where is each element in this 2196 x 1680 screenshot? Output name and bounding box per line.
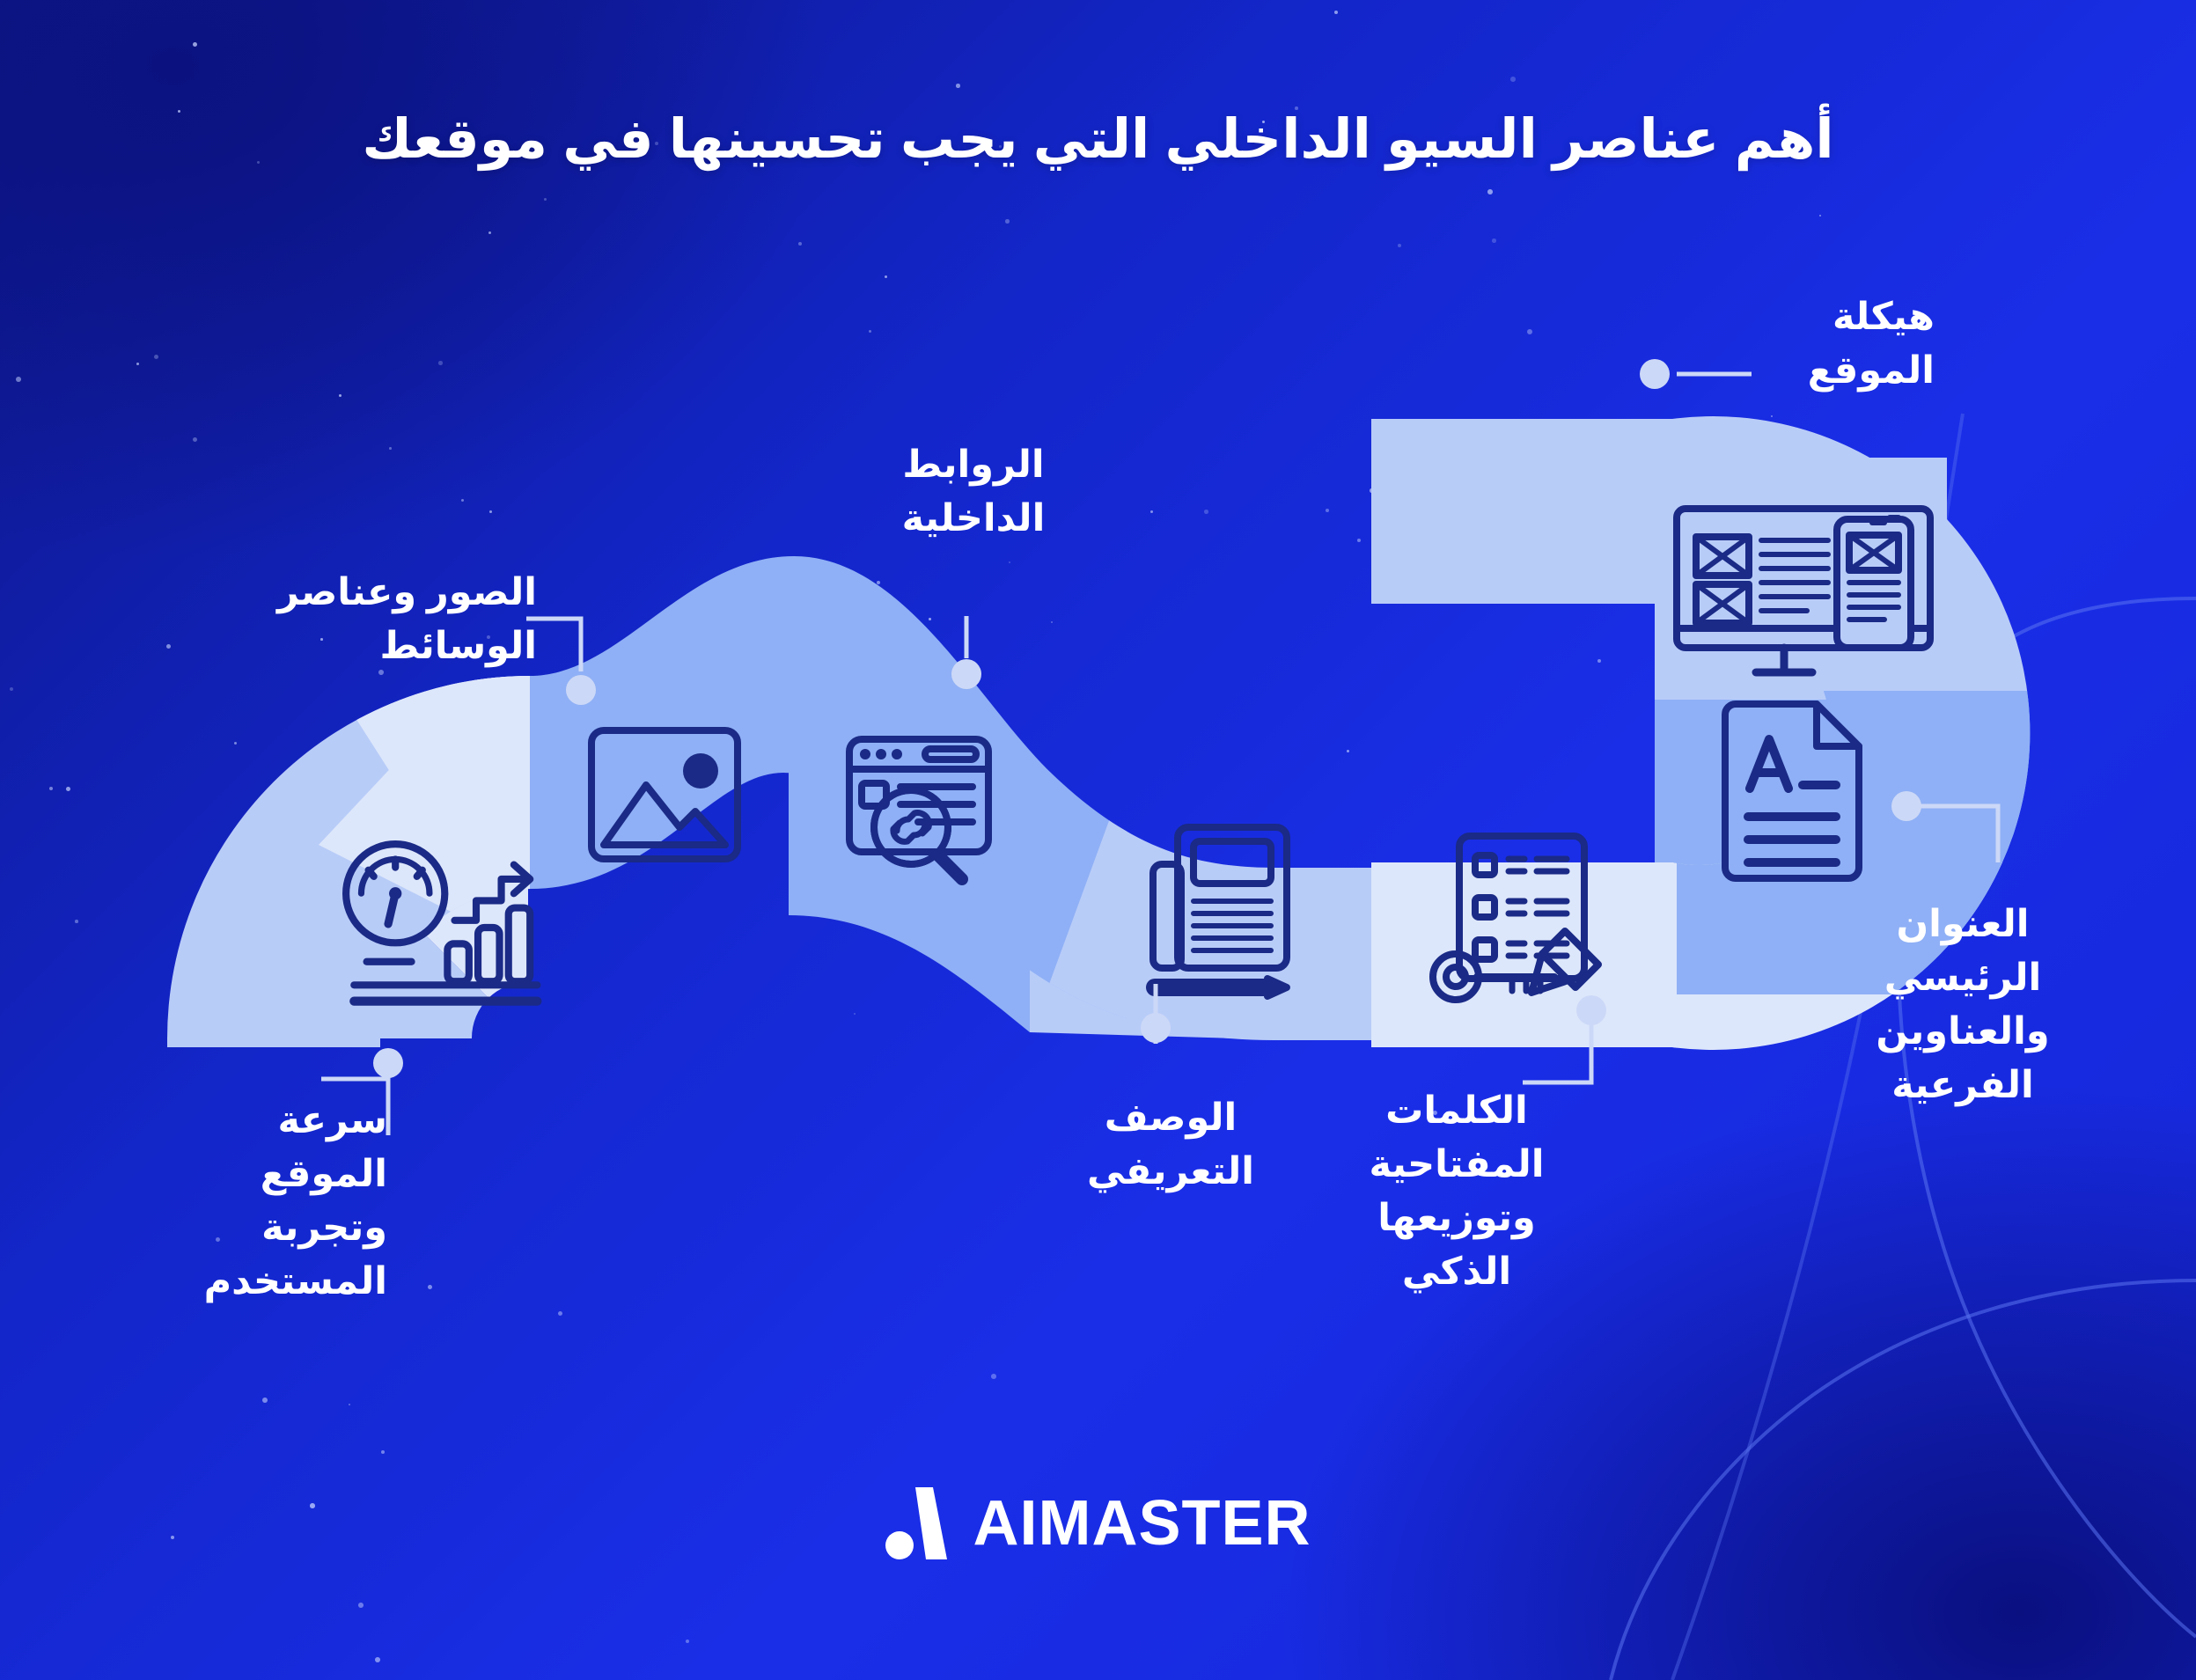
segment-split-wedge-images [319,676,530,1047]
document-letter-a-icon [1722,701,1862,882]
label-internal-links: الروابط الداخلية [901,444,1046,540]
logo-text: AIMASTER [973,1488,1311,1559]
connector-images-media [526,616,584,671]
connector-headings [1906,803,2001,862]
image-picture-icon [588,727,741,862]
speed-gauge-chart-icon [342,840,542,1006]
label-images-media: الصور وعناصر الوسائط [276,571,537,668]
key-checklist-pencil-icon [1429,833,1602,1003]
connector-dot-headings [1891,791,1921,821]
connector-dot-site-structure [1640,359,1670,389]
connector-dot-internal-links [951,659,981,689]
label-site-speed-ux: سرعة الموقع وتجربة المستخدم [203,1099,387,1303]
label-headings: العنوان الرئيسي والعناوين الفرعية [1876,903,2050,1107]
wireframe-monitor-icon [1673,505,1934,677]
connector-dot-images-media [566,675,596,705]
connector-dot-keywords [1576,995,1606,1025]
connector-dot-site-speed [373,1048,403,1078]
aimaster-mark-icon [885,1487,947,1559]
browser-link-search-icon [846,736,992,885]
connector-dots [373,359,1921,1078]
segment-icons [342,505,1934,1006]
connector-dot-meta-description [1141,1013,1171,1043]
connector-site-speed [321,1076,391,1135]
label-meta-description: الوصف التعريفي [1086,1097,1255,1193]
connector-keywords [1523,1024,1594,1085]
newspaper-pencil-icon [1146,824,1290,1000]
label-keywords: الكلمات المفتاحية وتوزيعها الذكي [1369,1089,1545,1294]
brand-logo: AIMASTER [0,1486,2196,1561]
label-site-structure: هيكلة الموقع [1807,296,1935,392]
page-title: أهم عناصر السيو الداخلي التي يجب تحسينها… [362,109,1834,170]
